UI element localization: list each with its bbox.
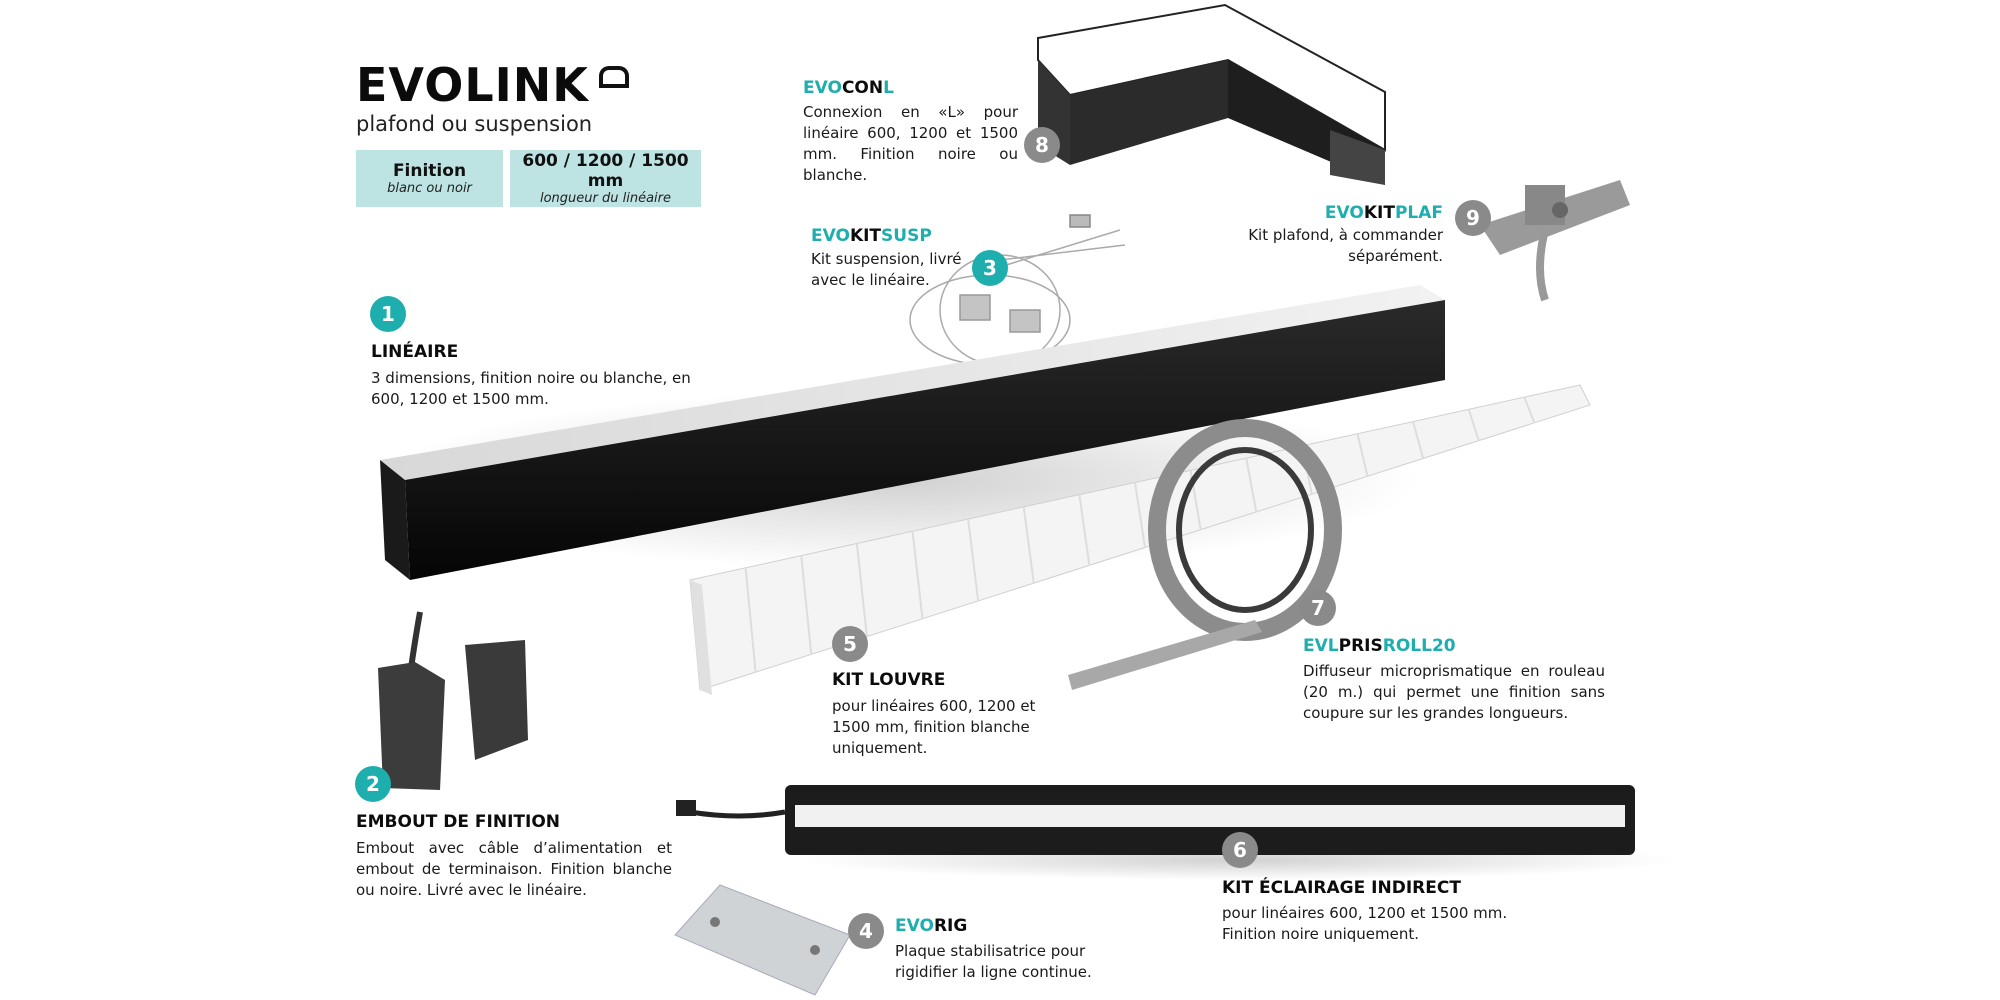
louvre-kit-image — [689, 384, 1591, 695]
item-linear: LINÉAIRE 3 dimensions, finition noire ou… — [371, 342, 691, 410]
louvre-divider — [1412, 421, 1425, 459]
item-title: EVOKITSUSP — [811, 226, 971, 246]
title-mid: CON — [841, 78, 884, 98]
item-desc: Connexion en «L» pour linéaire 600, 1200… — [803, 103, 1018, 184]
spec-sub: longueur du linéaire — [539, 191, 671, 206]
louvre-divider — [967, 518, 980, 602]
prismatic-roll-image — [1068, 419, 1342, 690]
title-suffix: ROLL20 — [1382, 636, 1456, 656]
suspension-kit-image — [909, 214, 1126, 366]
title-prefix: EVO — [803, 78, 842, 98]
badge-8: 8 — [1024, 127, 1060, 163]
item-desc-line: séparément. — [1348, 247, 1443, 265]
title-prefix: EVO — [811, 226, 850, 246]
item-title: EMBOUT DE FINITION — [356, 812, 560, 832]
linear-luminaire-image — [380, 285, 1445, 580]
item-title: LINÉAIRE — [371, 342, 459, 362]
item-title: KIT ÉCLAIRAGE INDIRECT — [1222, 878, 1461, 898]
louvre-divider — [855, 543, 868, 637]
badge-2: 2 — [355, 766, 391, 802]
item-desc-line: pour linéaires 600, 1200 et 1500 mm. — [1222, 904, 1508, 922]
title-suffix: SUSP — [881, 226, 932, 246]
page-title: EVOLINK — [356, 58, 629, 112]
badge-6: 6 — [1222, 832, 1258, 868]
title-text: EVOLINK — [356, 58, 589, 112]
badge-9: 9 — [1455, 200, 1491, 236]
item-end-cap: EMBOUT DE FINITION Embout avec câble d’a… — [356, 812, 672, 901]
title-suffix: PLAF — [1394, 203, 1443, 223]
logo-mark-icon — [598, 66, 629, 88]
title-prefix: EVL — [1303, 636, 1339, 656]
title-prefix: EVO — [1324, 203, 1364, 223]
spec-finish: Finition blanc ou noir — [356, 150, 503, 207]
item-desc: Embout avec câble d’alimentation et embo… — [356, 839, 672, 899]
item-title: EVOCONL — [803, 78, 1018, 98]
title-mid: KIT — [1363, 203, 1395, 223]
item-prismatic-roll: EVLPRISROLL20 Diffuseur microprismatique… — [1303, 636, 1605, 724]
item-title: EVLPRISROLL20 — [1303, 636, 1605, 656]
badge-7: 7 — [1300, 590, 1336, 626]
louvre-divider — [800, 555, 813, 655]
spec-label: Finition — [392, 161, 467, 181]
l-connector-image — [1037, 3, 1386, 185]
louvre-divider — [1356, 433, 1369, 477]
item-title: EVORIG — [895, 916, 1125, 936]
item-stabilizer: EVORIG Plaque stabilisatrice pour rigidi… — [895, 916, 1125, 983]
item-indirect-kit: KIT ÉCLAIRAGE INDIRECT pour linéaires 60… — [1222, 878, 1522, 945]
page-subtitle: plafond ou suspension — [356, 112, 593, 136]
louvre-divider — [744, 567, 757, 673]
title-mid: PRIS — [1338, 636, 1383, 656]
louvre-divider — [1245, 457, 1258, 513]
louvre-divider — [1523, 396, 1536, 424]
item-louvre-kit: KIT LOUVRE pour linéaires 600, 1200 et 1… — [832, 670, 1042, 759]
louvre-divider — [1022, 506, 1035, 584]
item-desc: 3 dimensions, finition noire ou blanche,… — [371, 369, 691, 408]
item-desc: Plaque stabilisatrice pour rigidifier la… — [895, 942, 1092, 981]
spec-label: 600 / 1200 / 1500 mm — [522, 151, 689, 191]
title-suffix: L — [883, 78, 894, 98]
stabilizer-plate-image — [674, 884, 851, 996]
item-title: EVOKITPLAF — [1220, 203, 1443, 223]
item-title: KIT LOUVRE — [832, 670, 946, 690]
item-l-connector: EVOCONL Connexion en «L» pour linéaire 6… — [803, 78, 1018, 186]
item-ceiling-kit: EVOKITPLAF Kit plafond, à commander sépa… — [1220, 203, 1443, 267]
ceiling-kit-image — [1480, 180, 1630, 302]
spec-length: 600 / 1200 / 1500 mm longueur du linéair… — [510, 150, 701, 207]
item-desc: pour linéaires 600, 1200 et 1500 mm, fin… — [832, 697, 1036, 757]
item-desc: Diffuseur microprismatique en rouleau (2… — [1303, 662, 1605, 722]
louvre-divider — [1134, 482, 1146, 548]
title-prefix: EVO — [895, 916, 934, 936]
louvre-divider — [911, 531, 924, 619]
louvre-divider — [1078, 494, 1091, 566]
end-caps-image — [378, 611, 528, 790]
title-mid: RIG — [933, 916, 968, 936]
indirect-kit-image — [676, 785, 1635, 855]
badge-1: 1 — [370, 296, 406, 332]
item-desc: Kit suspension, livré avec le linéaire. — [811, 250, 962, 289]
badge-4: 4 — [848, 913, 884, 949]
badge-5: 5 — [832, 626, 868, 662]
item-desc-line: Kit plafond, à commander — [1248, 226, 1443, 244]
badge-3: 3 — [972, 250, 1008, 286]
spec-sub: blanc ou noir — [387, 181, 472, 196]
louvre-divider — [1467, 409, 1480, 441]
title-mid: KIT — [849, 226, 882, 246]
louvre-dividers — [744, 396, 1536, 673]
item-desc-line: Finition noire uniquement. — [1222, 925, 1419, 943]
item-suspension-kit: EVOKITSUSP Kit suspension, livré avec le… — [811, 226, 971, 291]
